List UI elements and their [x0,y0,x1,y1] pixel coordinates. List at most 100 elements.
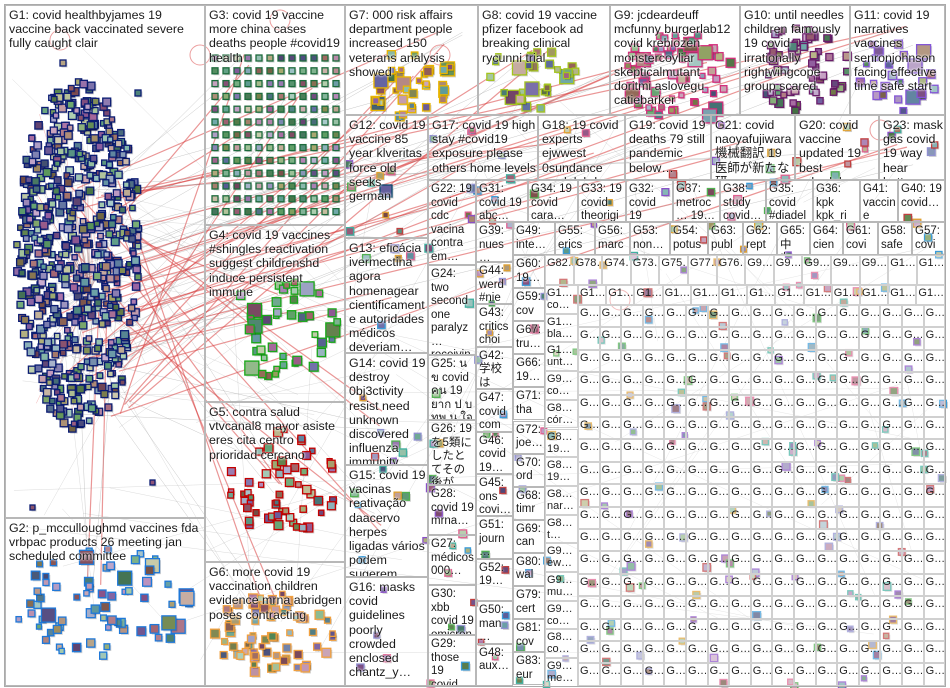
group-tile: G1… [578,285,607,305]
group-tile-label: G… [752,643,773,655]
group-tile-label: G… [904,419,924,431]
group-box-g43: G43: critics choi… [476,304,513,347]
edge [362,420,600,428]
group-tile: G… [599,596,622,619]
group-tile-label: G… [882,307,902,319]
edge [57,75,414,381]
group-box-g63: G63: publ… [708,222,743,255]
g1-node [98,201,106,209]
group-tile-label: G… [666,553,686,566]
group-label: G62: rept… [746,225,771,254]
group-label: G61: covi… [846,225,871,254]
group-label: G30: xbb covid 19 omicron… [431,588,474,635]
group-tile-label: G… [904,396,924,409]
group-tile: G… [772,551,794,574]
group-tile: G1… [775,285,804,305]
group-tile-label: G… [601,351,622,364]
group-tile-label: G… [817,553,838,566]
group-tile: G… [750,439,773,462]
group-tile-label: G… [644,374,665,387]
group-tile-label: G… [623,643,643,655]
group-tile: G… [772,394,794,417]
group-tile: G… [772,506,794,529]
group-tile: G… [686,573,708,597]
group-tile: G… [729,327,751,350]
group-tile: G… [880,372,902,395]
group-tile-label: G… [688,620,708,633]
group-tile-label: G… [774,508,794,521]
group-tile-label: G… [860,307,881,319]
group-tile: G… [664,394,686,417]
group-tile: G… [707,372,730,395]
group-tile: G… [923,529,946,552]
group-tile-label: G9… [547,602,573,615]
group-tile: G… [815,529,838,552]
group-tile-label: G… [796,329,816,342]
group-tile: G… [750,573,773,597]
group-tile-label: G… [860,396,881,409]
group-label: G50: man… [479,604,504,644]
group-tile: G… [707,506,730,529]
group-tile-label: G… [623,553,643,566]
group-label: G13: eficácia ivermectina agora homenage… [349,241,425,353]
group-tile-label: G… [666,575,686,588]
group-tile: G… [880,417,902,440]
group-box-g83: G83: eur… [513,652,545,686]
group-tile-label: G… [709,307,730,319]
group-label: G32: covid 19 jimmy_… [629,183,656,222]
group-tile-label: G… [731,575,751,588]
group-tile-label: G75… [661,257,687,269]
group-tile-label: G… [601,374,622,387]
group-label: G69: can… [516,522,541,552]
group-tile: G… [664,663,686,686]
group-box-g12: G12: covid 19 vaccine 85 year klveritas … [345,115,428,238]
g1-node [46,369,55,378]
group-tile-label: G… [752,374,773,387]
group-tile: G77… [688,255,717,285]
group-tile: G… [858,484,881,507]
group-tile-label: G… [839,486,859,499]
group-box-g61: G61: covi… [843,222,878,255]
group-tile-label: G… [752,508,773,521]
group-tile: G… [664,506,686,529]
group-box-g72: G72: joe… [513,420,545,454]
group-tile: G… [794,417,816,440]
edge [119,160,378,336]
group-tile-label: G9… [804,257,831,269]
edge [129,167,367,403]
group-tile: G… [794,394,816,417]
group-tile: G… [729,573,751,597]
group-tile: G… [815,461,838,485]
group-tile: G… [642,305,665,328]
group-tile: G… [858,305,881,328]
group-tile-label: G… [623,307,643,319]
group-tile-label: G… [882,486,902,499]
group-tile-label: G… [860,531,881,543]
group-label: G9: jcdeardeuff mcfunny burgerlab12 covi… [614,8,731,108]
group-label: G63: publ… [711,225,736,254]
group-label: G34: 19 covid cara… [531,183,572,222]
edge [665,273,819,513]
group-tile: G… [794,641,816,664]
edge [230,258,255,654]
group-tile-label: G… [860,441,881,454]
group-tile-label: G… [839,329,859,342]
group-tile-label: G9… [547,660,573,673]
group-tile-label: G… [666,441,686,454]
group-tile-label: G… [925,508,946,521]
group-label: G48: aux… [479,646,510,673]
group-tile-label: G… [752,553,773,566]
group-tile: G73… [630,255,660,285]
group-tile: G1… [916,285,945,305]
group-label: G20: covid vaccine updated 19 best sched… [799,118,862,179]
group-tile-label: G… [688,419,708,431]
group-tile: G… [815,618,838,641]
group-tile-label: G… [623,396,643,409]
group-label: G40: 19 covid… [901,183,942,209]
group-label: G12: covid 19 vaccine 85 year klveritas … [349,118,426,204]
self-loop [609,289,631,311]
group-tile-label: G… [904,351,924,364]
group-tile: G… [923,573,946,597]
group-tile: G… [837,439,859,462]
group-label: G25: น ข covid คน 19 ยาก ป บ ทพ น ใจ [431,358,473,420]
